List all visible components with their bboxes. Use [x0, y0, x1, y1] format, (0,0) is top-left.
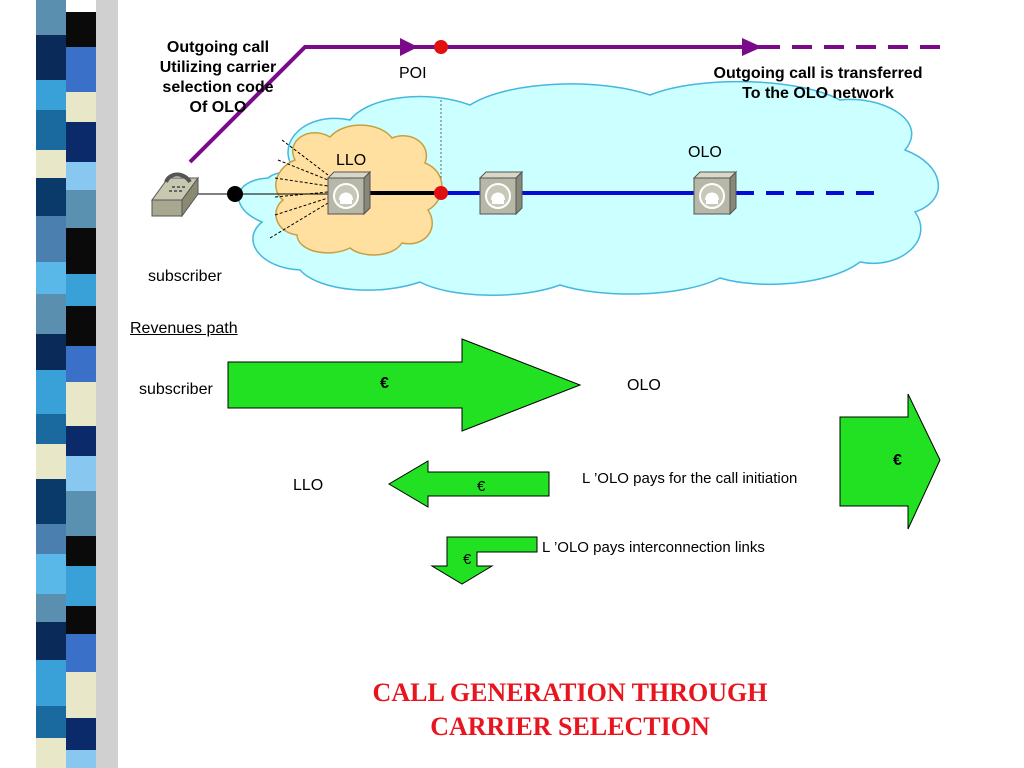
outgoing-call-line: Outgoing call [166, 39, 270, 56]
border-stripe [36, 444, 66, 479]
transferred-line: To the OLO network [742, 85, 894, 102]
border-stripe [66, 634, 96, 672]
border-stripe [66, 718, 96, 750]
border-stripe [66, 162, 96, 190]
outgoing-call-path [188, 45, 760, 164]
border-stripe [36, 110, 66, 150]
small-arrow-euro: € [463, 551, 472, 568]
border-stripe [36, 35, 66, 80]
border-stripe [36, 334, 66, 370]
slide-title: CALL GENERATION THROUGH CARRIER SELECTIO… [300, 676, 840, 744]
pays-call-text: L ’OLO pays for the call initiation [582, 470, 798, 487]
revenues-subscriber-label: subscriber [139, 381, 213, 398]
border-stripe [36, 622, 66, 660]
border-stripe [36, 660, 66, 706]
subscriber-dot [227, 186, 243, 202]
revenues-olo-label: OLO [627, 377, 661, 394]
border-stripe [66, 228, 96, 274]
border-stripe [36, 80, 66, 110]
border-stripe [36, 706, 66, 738]
transferred-line: Outgoing call is transferred [713, 65, 923, 82]
subscriber-label: subscriber [148, 268, 222, 285]
border-stripe [66, 566, 96, 606]
border-stripe [66, 47, 96, 92]
border-stripe [36, 294, 66, 334]
border-shadow [96, 0, 118, 768]
transferred-label: Outgoing call is transferred To the OLO … [680, 64, 956, 104]
slide-title-line: CARRIER SELECTION [430, 712, 710, 741]
poi-dot-upper [434, 40, 448, 54]
border-stripe [66, 750, 96, 768]
border-stripe [36, 524, 66, 554]
border-stripe [36, 0, 66, 35]
border-stripe [66, 456, 96, 491]
revenues-heading: Revenues path [130, 320, 238, 337]
switch-icon [326, 170, 372, 216]
left-green-arrow [388, 460, 550, 508]
border-stripe [36, 554, 66, 594]
llo-cloud-label: LLO [336, 152, 367, 169]
outgoing-call-line: selection code [162, 79, 274, 96]
outgoing-call-line: Of OLO [189, 99, 247, 116]
olo-cloud-label: OLO [688, 144, 722, 161]
left-arrow-euro: € [477, 478, 486, 495]
border-stripe [66, 382, 96, 426]
right-green-arrow [839, 393, 941, 530]
border-stripe [66, 274, 96, 306]
border-stripe [66, 491, 96, 536]
border-stripe [66, 672, 96, 718]
border-stripe [66, 12, 96, 47]
border-stripe [66, 536, 96, 566]
pays-links-text: L ’OLO pays interconnection links [542, 539, 765, 556]
switch-icon [692, 170, 738, 216]
slide-title-line: CALL GENERATION THROUGH [372, 678, 768, 707]
right-arrow-euro: € [893, 452, 902, 469]
big-green-arrow-right [227, 338, 582, 432]
border-stripe [36, 479, 66, 524]
border-stripe [36, 738, 66, 768]
border-stripe [66, 426, 96, 456]
big-arrow-euro: € [380, 375, 389, 392]
border-stripe [66, 306, 96, 346]
switch-icon [478, 170, 524, 216]
outgoing-call-label: Outgoing call Utilizing carrier selectio… [138, 38, 298, 118]
decorative-striped-border [0, 0, 118, 768]
border-stripe [36, 216, 66, 262]
border-stripe [66, 122, 96, 162]
poi-dot-lower [434, 186, 448, 200]
border-stripe [36, 262, 66, 294]
border-stripe [66, 606, 96, 634]
poi-label: POI [399, 65, 427, 82]
telephone-icon [151, 172, 199, 218]
border-stripe [66, 346, 96, 382]
border-stripe [66, 190, 96, 228]
outgoing-call-line: Utilizing carrier [159, 59, 277, 76]
border-stripe [66, 92, 96, 122]
border-stripe [36, 150, 66, 178]
border-stripe [36, 414, 66, 444]
border-stripe [36, 594, 66, 622]
border-stripe [36, 178, 66, 216]
small-bent-arrow-down [430, 536, 538, 585]
revenues-llo-label: LLO [293, 477, 324, 494]
border-stripe [36, 370, 66, 414]
